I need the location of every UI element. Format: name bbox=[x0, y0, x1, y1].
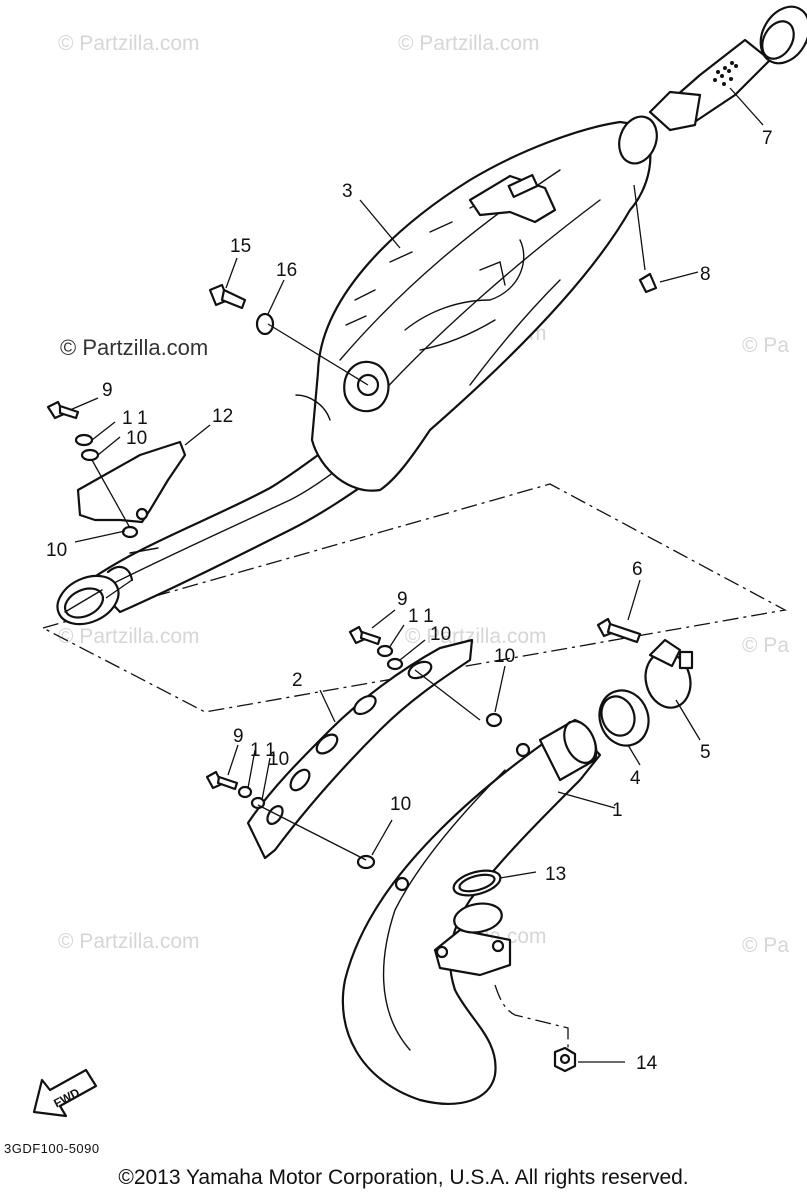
protector bbox=[246, 638, 474, 860]
bracket-hole bbox=[135, 507, 149, 521]
callout-11b: 11 bbox=[408, 606, 440, 627]
callout-2: 2 bbox=[292, 670, 303, 691]
callout-4: 4 bbox=[630, 768, 641, 789]
callout-10d: 10 bbox=[494, 646, 515, 667]
callout-9b: 9 bbox=[397, 589, 408, 610]
callout-10f: 10 bbox=[390, 794, 411, 815]
gasket bbox=[598, 689, 650, 747]
callout-13: 13 bbox=[545, 864, 566, 885]
exhaust-pipe bbox=[341, 718, 602, 1105]
leader-lines bbox=[69, 87, 764, 1063]
watermark-partial: © Pa bbox=[742, 934, 789, 957]
bracket bbox=[76, 440, 187, 524]
callout-10c: 10 bbox=[430, 624, 451, 645]
callout-6: 6 bbox=[632, 559, 643, 580]
callout-12: 12 bbox=[212, 406, 233, 427]
callout-14: 14 bbox=[636, 1053, 658, 1074]
callout-11a: 11 bbox=[122, 408, 154, 429]
callout-16: 16 bbox=[276, 260, 297, 281]
copyright-notice: ©2013 Yamaha Motor Corporation, U.S.A. A… bbox=[118, 1166, 689, 1189]
watermark: © Partzilla.com bbox=[405, 625, 547, 648]
watermark: © Partzilla.com bbox=[58, 930, 200, 953]
watermark-partial: © Pa bbox=[742, 334, 789, 357]
spark-arrester bbox=[648, 5, 807, 132]
callout-10b: 10 bbox=[46, 540, 67, 561]
watermarks: © Partzilla.com © Partzilla.com © Partzi… bbox=[58, 32, 789, 957]
callout-7: 7 bbox=[762, 128, 773, 149]
silencer bbox=[56, 115, 658, 626]
callout-10a: 10 bbox=[126, 428, 147, 449]
callouts: 1 2 3 4 5 6 7 8 9 9 9 10 10 10 10 10 10 … bbox=[46, 128, 773, 1074]
callout-5: 5 bbox=[700, 742, 711, 763]
watermark: © Partzilla.com bbox=[398, 32, 540, 55]
callout-1: 1 bbox=[612, 800, 623, 821]
callout-9a: 9 bbox=[102, 380, 113, 401]
callout-10e: 10 bbox=[268, 749, 289, 770]
gasket-ring bbox=[452, 869, 502, 897]
watermark-partial: © Pa bbox=[742, 634, 789, 657]
callout-11c: 11 bbox=[250, 740, 282, 761]
watermark: © Partzilla.com bbox=[58, 625, 200, 648]
callout-9c: 9 bbox=[233, 726, 244, 747]
callout-3: 3 bbox=[342, 181, 353, 202]
callout-15: 15 bbox=[230, 236, 251, 257]
callout-8: 8 bbox=[700, 264, 711, 285]
watermark-dark: © Partzilla.com bbox=[60, 335, 208, 360]
watermark: © Partzilla.com bbox=[58, 32, 200, 55]
assembly-plane-outline bbox=[41, 483, 787, 713]
clamp bbox=[644, 638, 694, 709]
diagram-code: 3GDF100-5090 bbox=[4, 1141, 100, 1156]
fwd-arrow-icon: FWD bbox=[32, 1068, 98, 1118]
